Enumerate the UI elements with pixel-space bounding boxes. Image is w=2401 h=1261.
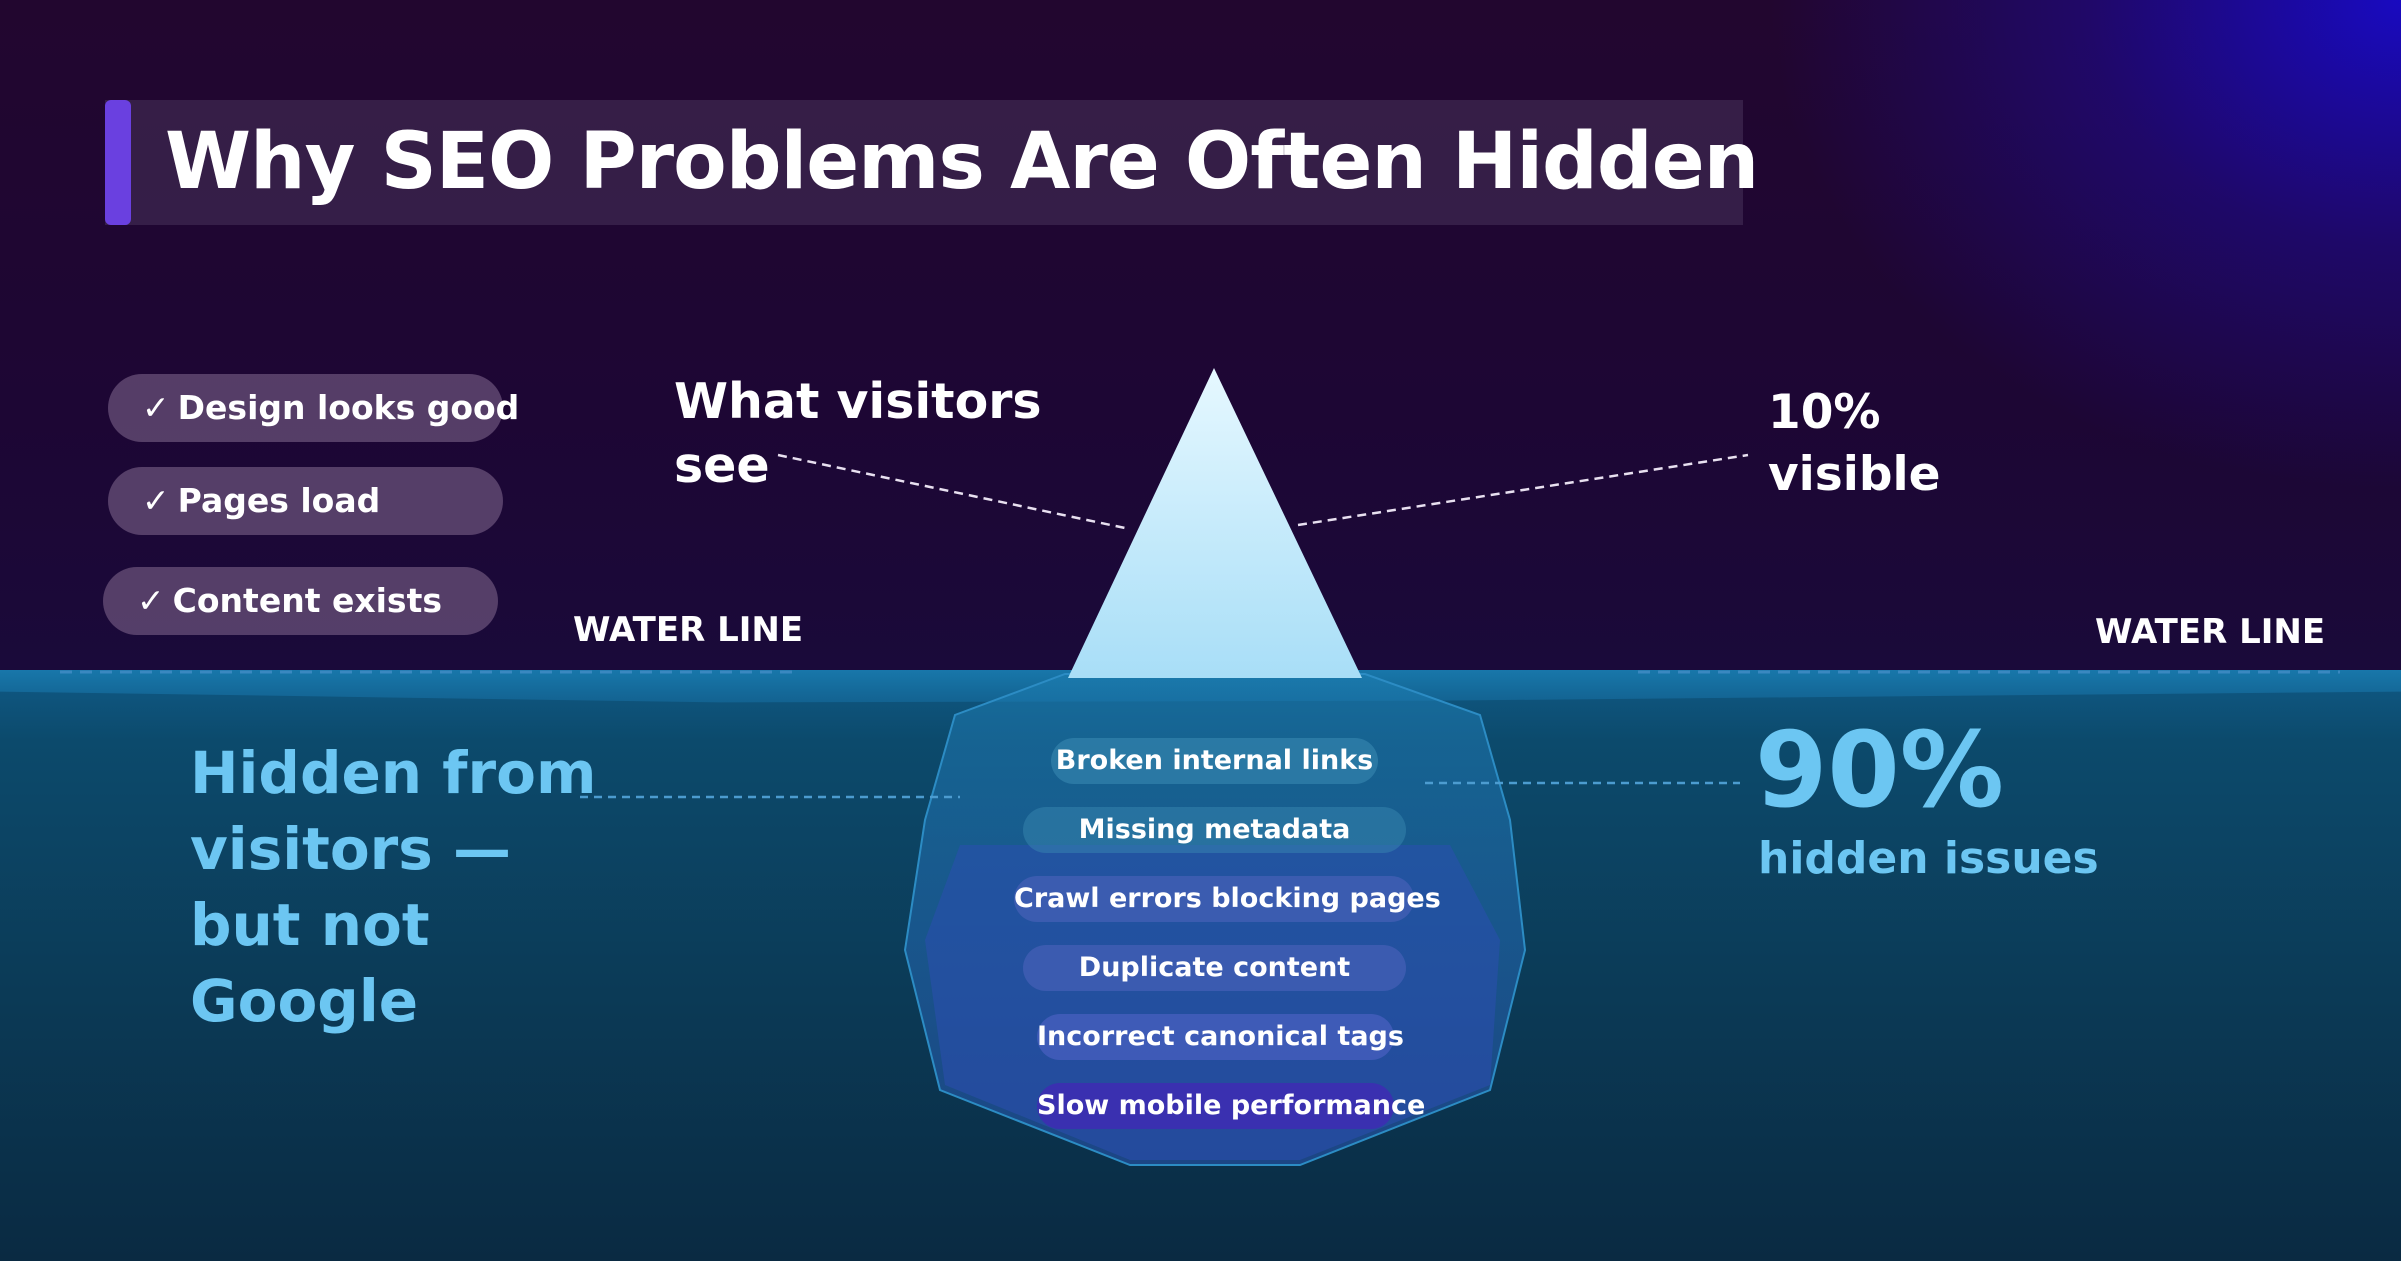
hidden-issue-pill: Incorrect canonical tags: [1037, 1014, 1404, 1060]
check-icon: ✓: [137, 581, 165, 620]
check-icon: ✓: [142, 481, 170, 520]
surface-check-pill: ✓Content exists: [103, 567, 498, 635]
hidden-callout: Hidden from visitors — but not Google: [190, 739, 597, 1035]
check-icon: ✓: [142, 388, 170, 427]
callout-connector-right: [1297, 453, 1749, 527]
surface-check-label: Content exists: [172, 581, 442, 620]
water-line-label-left: WATER LINE: [573, 610, 804, 650]
water-line-label-right: WATER LINE: [2095, 612, 2326, 652]
surface-check-label: Design looks good: [177, 388, 520, 427]
hidden-issue-pill: Duplicate content: [1023, 945, 1406, 991]
iceberg-tip: [1068, 368, 1362, 678]
surface-check-label: Pages load: [177, 481, 381, 520]
title-accent-bar: [105, 100, 131, 225]
visible-callout: What visitors see: [674, 373, 1042, 494]
page-title: Why SEO Problems Are Often Hidden: [165, 117, 1759, 207]
iceberg-underwater-core: [925, 845, 1500, 1160]
hidden-percent: 90%: [1755, 709, 2004, 831]
hidden-issue-pill: Crawl errors blocking pages: [1014, 876, 1441, 922]
title-banner: [105, 100, 1743, 225]
hidden-issue-pill: Missing metadata: [1023, 807, 1406, 853]
surface-check-pill: ✓Pages load: [108, 467, 503, 535]
surface-check-pill: ✓Design looks good: [108, 374, 519, 442]
hidden-issue-pill: Broken internal links: [1051, 738, 1378, 784]
visible-percent-label: 10% visible: [1768, 385, 1941, 502]
hidden-percent-caption: hidden issues: [1758, 833, 2099, 884]
hidden-issue-pill: Slow mobile performance: [1037, 1083, 1425, 1129]
